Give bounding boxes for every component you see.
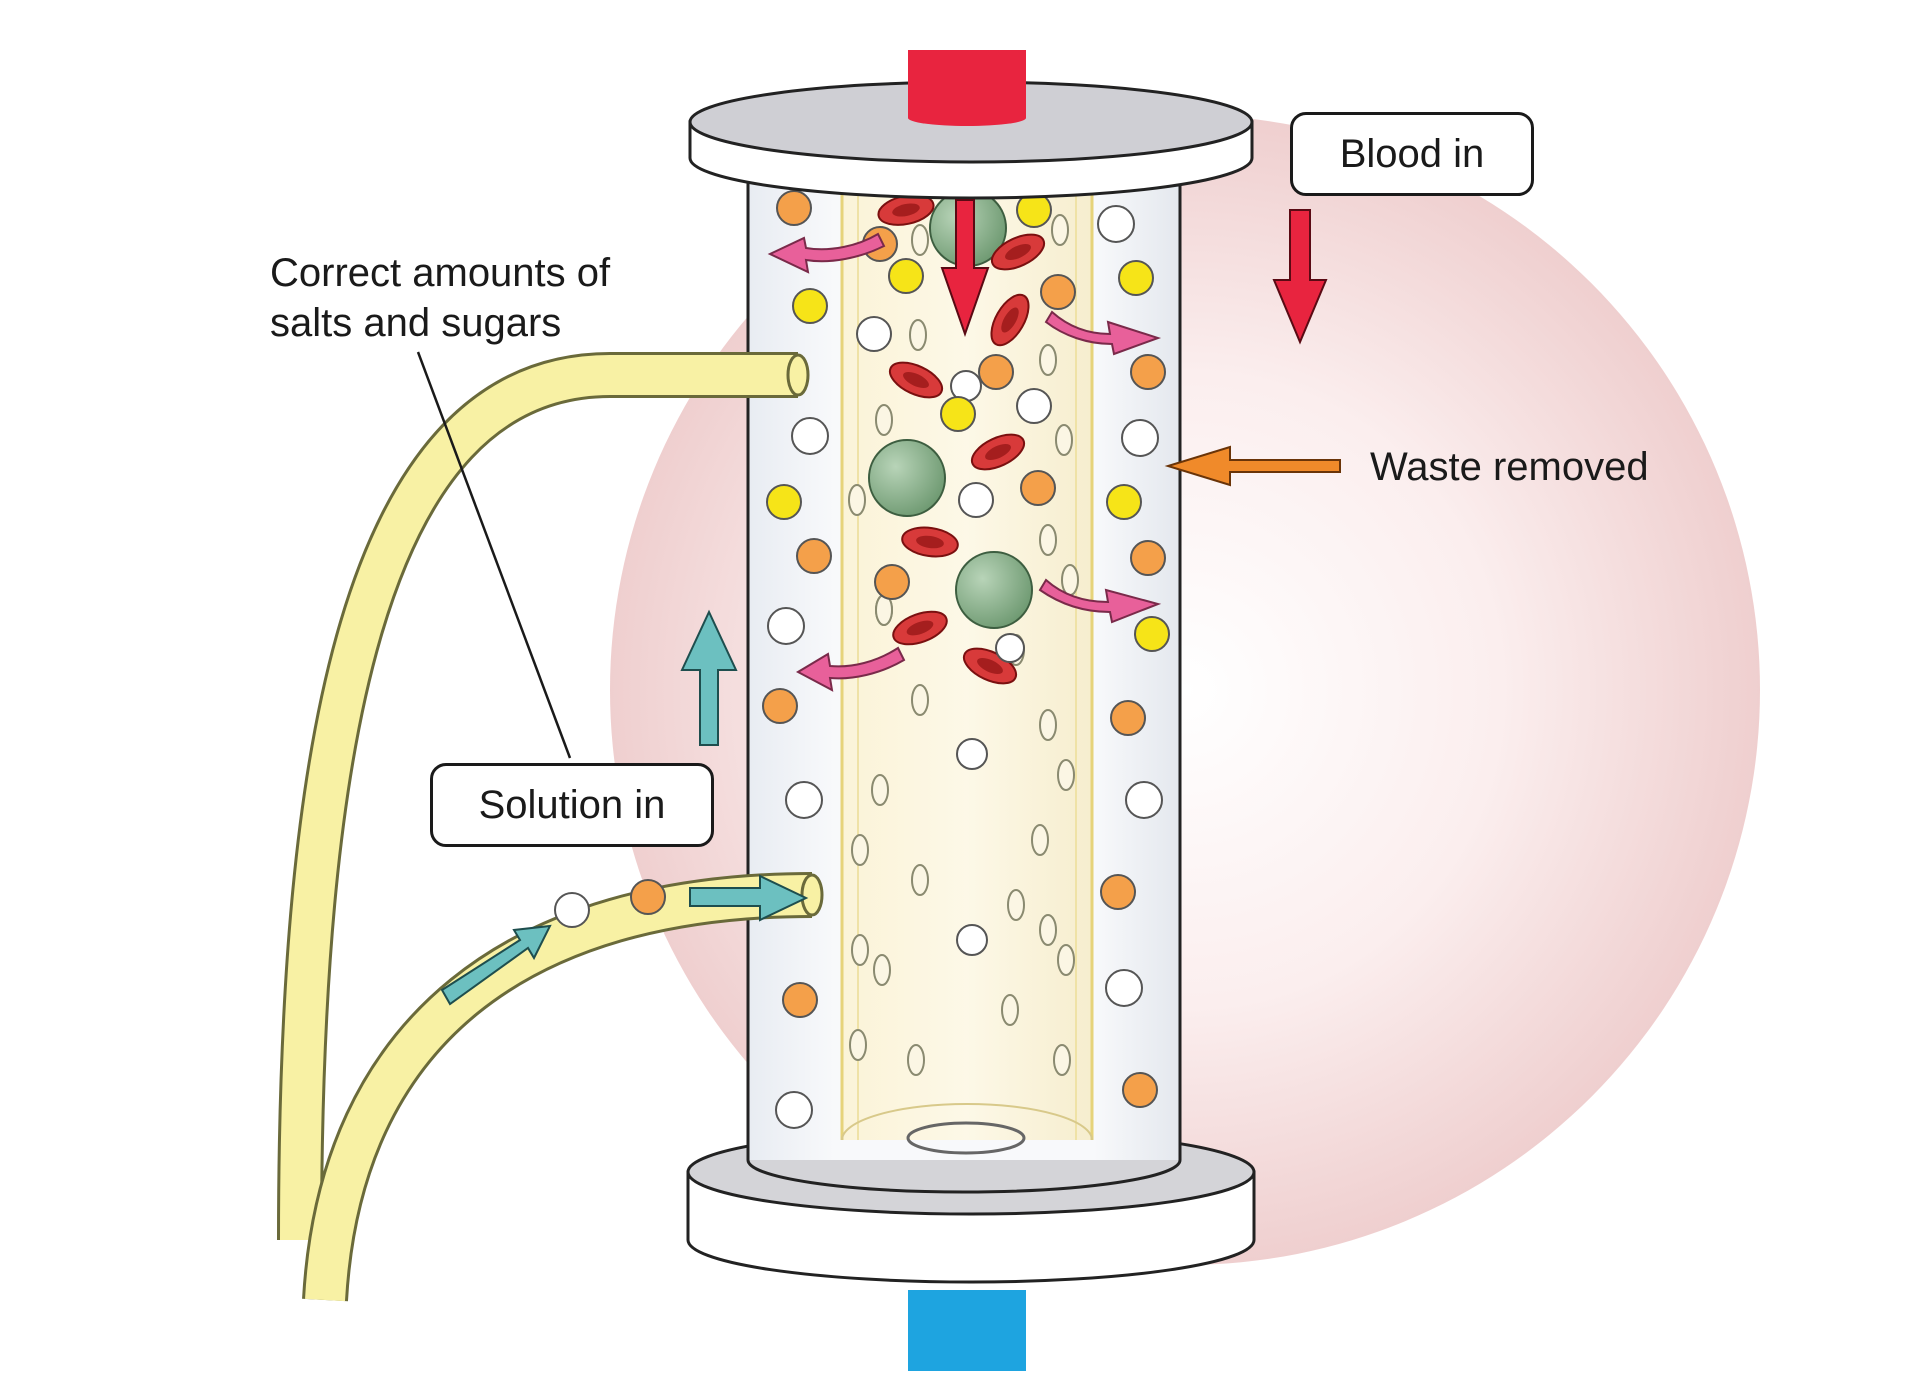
solution-arrow-in-tube: [689, 874, 809, 922]
diffusion-arrow-lower-left: [795, 646, 906, 692]
solution-in-label: Solution in: [478, 782, 666, 827]
blood-flow-arrow-outer: [1272, 209, 1328, 345]
salts-sugars-line1: Correct amounts of: [270, 251, 611, 295]
blood-flow-arrows: [940, 199, 1328, 345]
waste-removed-arrow: [1164, 445, 1341, 487]
membrane-pores: [848, 214, 1079, 1076]
solution-flow-arrows: [440, 609, 809, 1006]
blood-inlet-pipe: [908, 50, 1026, 126]
salts-sugars-line2: salts and sugars: [270, 301, 562, 345]
tube-particles: [554, 879, 666, 928]
diffusion-arrow-middle-right: [1038, 578, 1162, 624]
blood-in-label: Blood in: [1339, 131, 1485, 176]
diffusion-arrows: [767, 232, 1162, 692]
salts-leader-line: [416, 351, 572, 759]
solution-arrow-curved: [440, 924, 552, 1006]
blood-outlet-pipe: [908, 1290, 1026, 1371]
salts-sugars-label: Correct amounts of salts and sugars: [270, 248, 610, 348]
diffusion-arrow-upper-left: [767, 232, 886, 274]
diffusion-arrow-upper-right: [1044, 310, 1162, 356]
solution-in-label-box: Solution in: [430, 763, 714, 847]
blood-in-label-box: Blood in: [1290, 112, 1534, 196]
inner-tube-bottom-opening: [906, 1121, 1026, 1155]
solution-arrow-up: [680, 609, 738, 746]
blood-flow-arrow-inner: [940, 199, 990, 338]
waste-removed-label: Waste removed: [1370, 445, 1649, 489]
outer-small-particles: [762, 190, 1170, 1129]
red-blood-cells: [877, 194, 1046, 685]
